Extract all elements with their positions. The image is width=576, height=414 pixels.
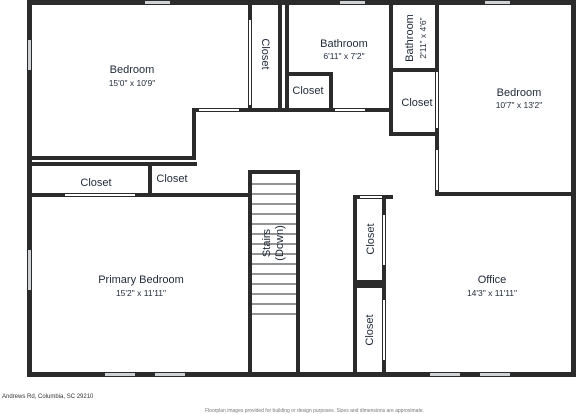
bathroom-small-name: Bathroom xyxy=(404,14,416,62)
closet-hall-mid-label: Closet xyxy=(156,173,187,185)
primary-bedroom-name: Primary Bedroom xyxy=(98,274,184,286)
closet-office-top-label: Closet xyxy=(365,223,377,254)
closet-hall-left-label: Closet xyxy=(80,177,111,189)
bedroom-right-dims: 10'7" x 13'2" xyxy=(496,100,543,110)
primary-bedroom-dims: 15'2" x 11'11" xyxy=(116,288,166,298)
disclaimer-caption: Floorplan images provided for building o… xyxy=(205,408,425,414)
stairs-sub: (Down) xyxy=(274,225,286,260)
office-dims: 14'3" x 11'11" xyxy=(467,288,517,298)
office-name: Office xyxy=(478,274,507,286)
bathroom-main-name: Bathroom xyxy=(320,38,368,50)
door-openings xyxy=(65,20,438,360)
bedroom-top-left-name: Bedroom xyxy=(110,64,155,76)
stairs-name: Stairs xyxy=(261,228,273,257)
closet-bath-label: Closet xyxy=(292,85,323,97)
closet-right-label: Closet xyxy=(401,97,432,109)
windows xyxy=(28,1,510,376)
closet-top-left-label: Closet xyxy=(259,38,271,69)
closet-office-bottom-label: Closet xyxy=(364,314,376,345)
bedroom-right-name: Bedroom xyxy=(497,87,542,99)
stair-treads xyxy=(252,183,296,315)
walls xyxy=(27,0,576,377)
bathroom-main-dims: 6'11" x 7'2" xyxy=(323,51,364,61)
address-caption: Andrews Rd, Columbia, SC 29210 xyxy=(2,394,94,400)
bathroom-small-dims: 2'11" x 4'6" xyxy=(418,17,428,58)
bedroom-top-left-dims: 15'0" x 10'9" xyxy=(109,78,156,88)
